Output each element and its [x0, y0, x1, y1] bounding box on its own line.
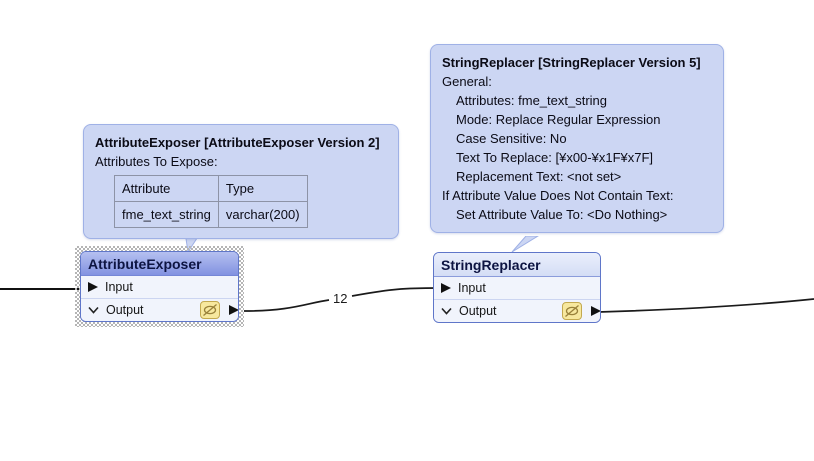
output-port-label: Output: [459, 304, 497, 318]
cell-attribute-name: fme_text_string: [114, 201, 219, 228]
selection-highlight-attribute-exposer: AttributeExposer Input Output: [75, 246, 244, 327]
feature-count-label: 12: [331, 291, 350, 306]
output-port-row[interactable]: Output: [434, 299, 600, 322]
feature-caching-disabled-icon[interactable]: [562, 302, 582, 320]
annotation-attribute-exposer[interactable]: AttributeExposer [AttributeExposer Versi…: [83, 124, 399, 239]
connection-wire-exposer-to-replacer-left[interactable]: [243, 299, 330, 312]
table-row: fme_text_string varchar(200): [114, 201, 308, 228]
annotation-title: AttributeExposer [AttributeExposer Versi…: [95, 135, 380, 150]
node-header[interactable]: AttributeExposer: [81, 252, 238, 276]
input-port-icon[interactable]: [88, 282, 98, 292]
output-port-icon[interactable]: [591, 306, 600, 316]
annotation-string-replacer[interactable]: StringReplacer [StringReplacer Version 5…: [430, 44, 724, 233]
annotation-line: Replacement Text: <not set>: [456, 169, 622, 184]
connection-wire-exposer-to-replacer-right[interactable]: [351, 287, 439, 297]
annotation-line: Text To Replace: [¥x00-¥x1F¥x7F]: [456, 150, 654, 165]
annotation-tail-string-replacer: [511, 236, 539, 253]
annotation-line: Attributes: fme_text_string: [456, 93, 608, 108]
outgoing-connection-wire[interactable]: [598, 298, 814, 313]
node-string-replacer[interactable]: StringReplacer Input Output: [433, 252, 601, 323]
exposed-attributes-table: Attribute Type fme_text_string varchar(2…: [114, 175, 308, 228]
output-port-label: Output: [106, 303, 144, 317]
annotation-subtitle: Attributes To Expose:: [95, 154, 218, 169]
input-port-row[interactable]: Input: [81, 276, 238, 298]
input-port-label: Input: [105, 280, 133, 294]
chevron-down-icon[interactable]: [441, 307, 452, 315]
annotation-title: StringReplacer [StringReplacer Version 5…: [442, 55, 701, 70]
cell-attribute-type: varchar(200): [217, 201, 308, 228]
input-port-row[interactable]: Input: [434, 277, 600, 299]
annotation-line: Mode: Replace Regular Expression: [456, 112, 661, 127]
annotation-line: Set Attribute Value To: <Do Nothing>: [456, 207, 668, 222]
table-header-row: Attribute Type: [114, 175, 308, 202]
column-header-attribute: Attribute: [114, 175, 219, 202]
input-port-label: Input: [458, 281, 486, 295]
chevron-down-icon[interactable]: [88, 306, 99, 314]
node-title: AttributeExposer: [88, 255, 202, 272]
column-header-type: Type: [217, 175, 308, 202]
annotation-line: General:: [442, 74, 492, 89]
annotation-line: Case Sensitive: No: [456, 131, 567, 146]
node-header[interactable]: StringReplacer: [434, 253, 600, 277]
output-port-row[interactable]: Output: [81, 298, 238, 321]
output-port-icon[interactable]: [229, 305, 238, 315]
node-attribute-exposer[interactable]: AttributeExposer Input Output: [80, 251, 239, 322]
input-port-icon[interactable]: [441, 283, 451, 293]
feature-caching-disabled-icon[interactable]: [200, 301, 220, 319]
node-title: StringReplacer: [441, 256, 541, 273]
annotation-line: If Attribute Value Does Not Contain Text…: [442, 188, 674, 203]
